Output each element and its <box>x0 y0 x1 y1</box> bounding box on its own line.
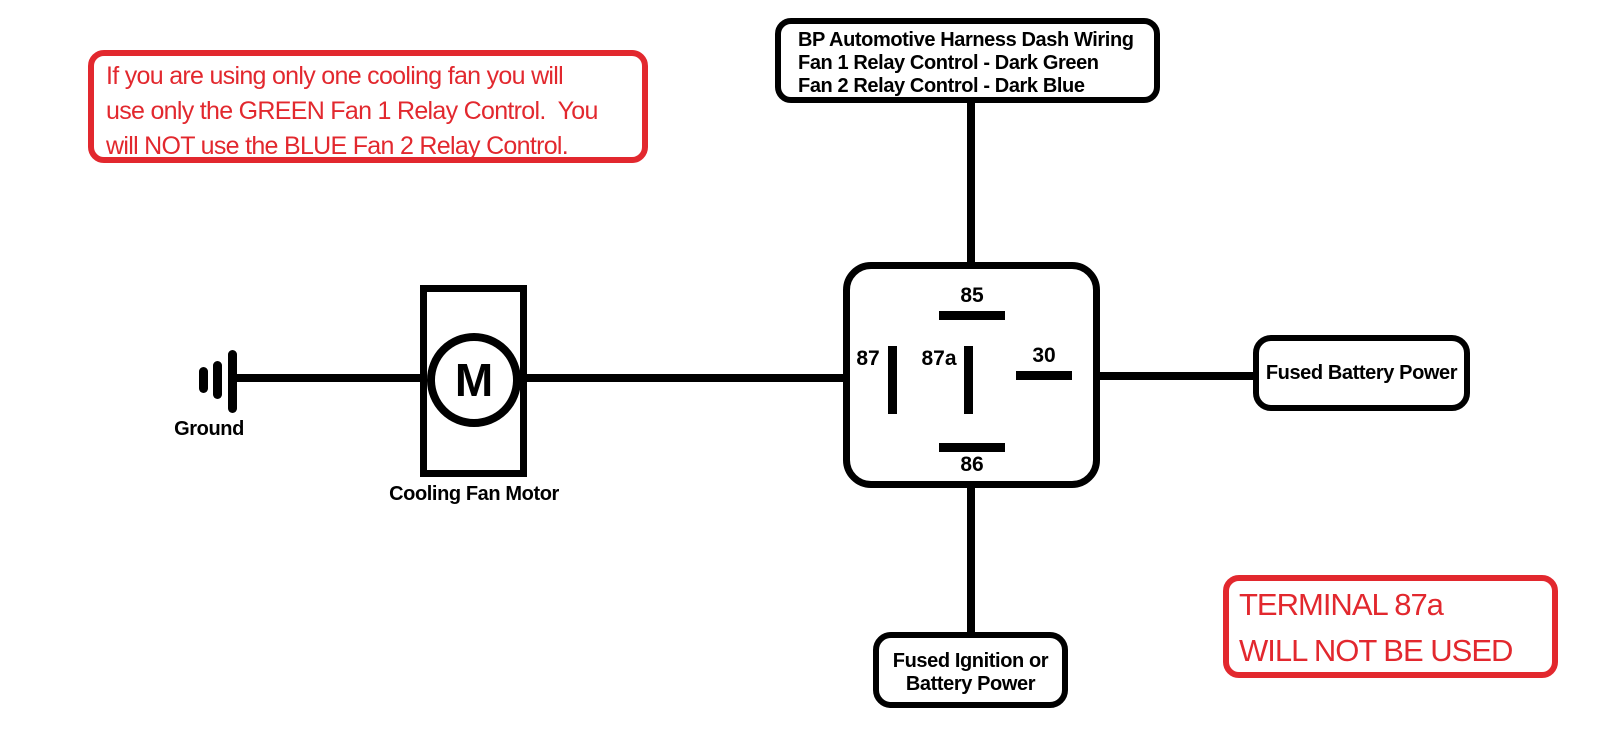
note-single-fan-warning: If you are using only one cooling fan yo… <box>88 50 648 163</box>
terminal-30-label: 30 <box>1032 344 1056 367</box>
ground-label: Ground <box>174 418 244 440</box>
motor-m-label: M <box>454 354 494 406</box>
wire-motor-to-relay <box>527 374 843 382</box>
terminal-30-bar <box>1016 371 1072 380</box>
terminal-87a-bar <box>964 346 973 414</box>
note-line: If you are using only one cooling fan yo… <box>106 62 564 90</box>
fused-battery-power-label: Fused Battery Power <box>1265 361 1458 384</box>
terminal-87-bar <box>888 346 897 414</box>
terminal-87-label: 87 <box>856 347 880 370</box>
wire-relay-to-ignition <box>967 488 975 633</box>
harness-line: Fan 2 Relay Control - Dark Blue <box>798 75 1085 97</box>
wire-relay-to-battery <box>1100 372 1253 380</box>
harness-line: Fan 1 Relay Control - Dark Green <box>798 52 1099 74</box>
harness-line: BP Automotive Harness Dash Wiring <box>798 29 1134 51</box>
motor-icon: M <box>427 333 521 427</box>
cooling-fan-motor-label: Cooling Fan Motor <box>389 483 559 505</box>
terminal-85-label: 85 <box>960 284 984 307</box>
harness-wiring-info-box: BP Automotive Harness Dash Wiring Fan 1 … <box>775 18 1160 103</box>
fused-ignition-line: Fused Ignition or <box>892 650 1049 672</box>
terminal-87a-label: 87a <box>921 347 957 370</box>
wire-ground-to-motor <box>236 374 420 382</box>
terminal-86-bar <box>939 443 1005 452</box>
fused-battery-power-box: Fused Battery Power <box>1253 335 1470 411</box>
wire-harness-to-relay <box>967 102 975 263</box>
note-line: will NOT use the BLUE Fan 2 Relay Contro… <box>106 132 569 160</box>
ground-icon <box>199 367 208 393</box>
terminal-86-label: 86 <box>960 453 984 476</box>
note-line: TERMINAL 87a <box>1239 587 1444 622</box>
note-terminal-87a-unused: TERMINAL 87a WILL NOT BE USED <box>1223 575 1558 678</box>
terminal-85-bar <box>939 311 1005 320</box>
ground-icon <box>228 350 237 413</box>
note-line: WILL NOT BE USED <box>1239 633 1513 668</box>
note-line: use only the GREEN Fan 1 Relay Control. … <box>106 97 598 125</box>
fused-ignition-box: Fused Ignition or Battery Power <box>873 632 1068 708</box>
fused-ignition-line: Battery Power <box>905 673 1036 695</box>
ground-icon <box>213 361 222 399</box>
